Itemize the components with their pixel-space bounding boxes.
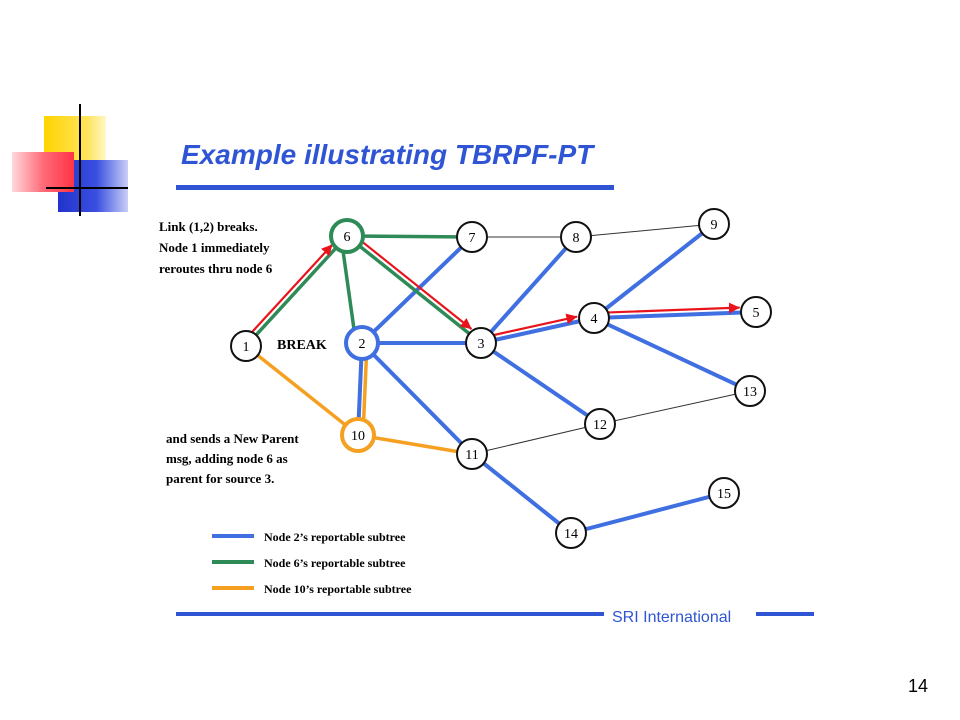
link-thin-12-13	[599, 390, 751, 425]
annotation-new-parent: and sends a New Parent msg, adding node …	[166, 431, 299, 486]
link-reroute-path-3-4	[493, 313, 578, 336]
node-label: 9	[711, 218, 718, 233]
link-node2-subtree-14-15	[569, 491, 726, 535]
link-node2-subtree-2-11	[360, 341, 474, 456]
link-thin-8-9	[575, 223, 715, 238]
node-circle	[230, 330, 262, 362]
node-label: 11	[465, 448, 478, 463]
node-14: 14	[555, 517, 587, 549]
legend-label-node6: Node 6’s reportable subtree	[264, 556, 406, 570]
node-1: 1	[230, 330, 262, 362]
footer-brand: SRI International	[612, 609, 731, 626]
node-label: 14	[564, 527, 578, 542]
legend-label-node2: Node 2’s reportable subtree	[264, 530, 406, 544]
annotation-line: reroutes thru node 6	[159, 261, 273, 276]
link-node10-subtree-1-10	[244, 344, 360, 437]
node-circle	[740, 296, 772, 328]
node-13: 13	[734, 375, 766, 407]
node-9: 9	[698, 208, 730, 240]
link-node2-subtree-3-8	[479, 235, 578, 345]
link-node6-subtree-6-7	[345, 234, 474, 239]
node-label: 8	[573, 231, 580, 246]
node-label: 1	[243, 340, 250, 355]
node-5: 5	[740, 296, 772, 328]
node-circle	[456, 438, 488, 470]
node-6: 6	[329, 218, 365, 254]
node-8: 8	[560, 221, 592, 253]
node-circle	[734, 375, 766, 407]
link-reroute-path-6-3	[360, 240, 472, 330]
break-label: BREAK	[277, 338, 327, 353]
node-3: 3	[465, 327, 497, 359]
node-circle	[456, 221, 488, 253]
slide-title: Example illustrating TBRPF-PT	[181, 139, 596, 170]
edges-layer	[244, 222, 758, 535]
node-circle	[708, 477, 740, 509]
legend: Node 2’s reportable subtree Node 6’s rep…	[212, 530, 412, 596]
page-number: 14	[907, 676, 928, 696]
node-10: 10	[340, 417, 376, 453]
node-label: 2	[359, 337, 366, 352]
annotation-line: Link (1,2) breaks.	[159, 219, 258, 234]
annotation-line: and sends a New Parent	[166, 431, 299, 446]
annotation-line: Node 1 immediately	[159, 240, 270, 255]
node-7: 7	[456, 221, 488, 253]
node-label: 13	[743, 385, 757, 400]
node-4: 4	[578, 302, 610, 334]
link-reroute-path-4-5	[607, 302, 740, 314]
link-node6-subtree-6-2	[339, 235, 358, 346]
node-ring	[329, 218, 365, 254]
node-2: 2	[344, 325, 380, 361]
node-label: 12	[593, 418, 607, 433]
node-circle	[698, 208, 730, 240]
link-node2-subtree-4-9	[592, 222, 716, 320]
node-15: 15	[708, 477, 740, 509]
node-label: 6	[344, 230, 351, 245]
footer-bar-right	[756, 612, 814, 616]
node-label: 10	[351, 429, 365, 444]
node-12: 12	[584, 408, 616, 440]
link-node10-subtree-10-11	[356, 433, 474, 456]
title-underline	[176, 185, 614, 190]
legend-label-node10: Node 10’s reportable subtree	[264, 582, 412, 596]
deco-vertical-line	[79, 104, 81, 216]
node-circle	[560, 221, 592, 253]
annotation-line: parent for source 3.	[166, 471, 274, 486]
link-thin-11-12	[471, 423, 601, 455]
node-circle	[584, 408, 616, 440]
node-ring	[340, 417, 376, 453]
node-ring	[344, 325, 380, 361]
node-circle	[465, 327, 497, 359]
node-label: 15	[717, 487, 731, 502]
link-node2-subtree-4-13	[592, 316, 752, 393]
deco-red-square	[12, 152, 74, 192]
annotation-link-break: Link (1,2) breaks. Node 1 immediately re…	[159, 219, 273, 276]
link-reroute-path-1-6	[251, 244, 333, 333]
link-node6-subtree-6-3	[345, 234, 483, 345]
node-label: 4	[591, 312, 598, 327]
deco-horizontal-line	[46, 187, 128, 189]
link-node2-subtree-11-14	[470, 452, 573, 535]
footer-bar-left	[176, 612, 604, 616]
annotation-line: msg, adding node 6 as	[166, 451, 288, 466]
node-label: 5	[753, 306, 760, 321]
link-node2-subtree-3-12	[479, 341, 602, 426]
node-circle	[555, 517, 587, 549]
node-label: 3	[478, 337, 485, 352]
node-11: 11	[456, 438, 488, 470]
node-label: 7	[469, 231, 476, 246]
node-circle	[578, 302, 610, 334]
